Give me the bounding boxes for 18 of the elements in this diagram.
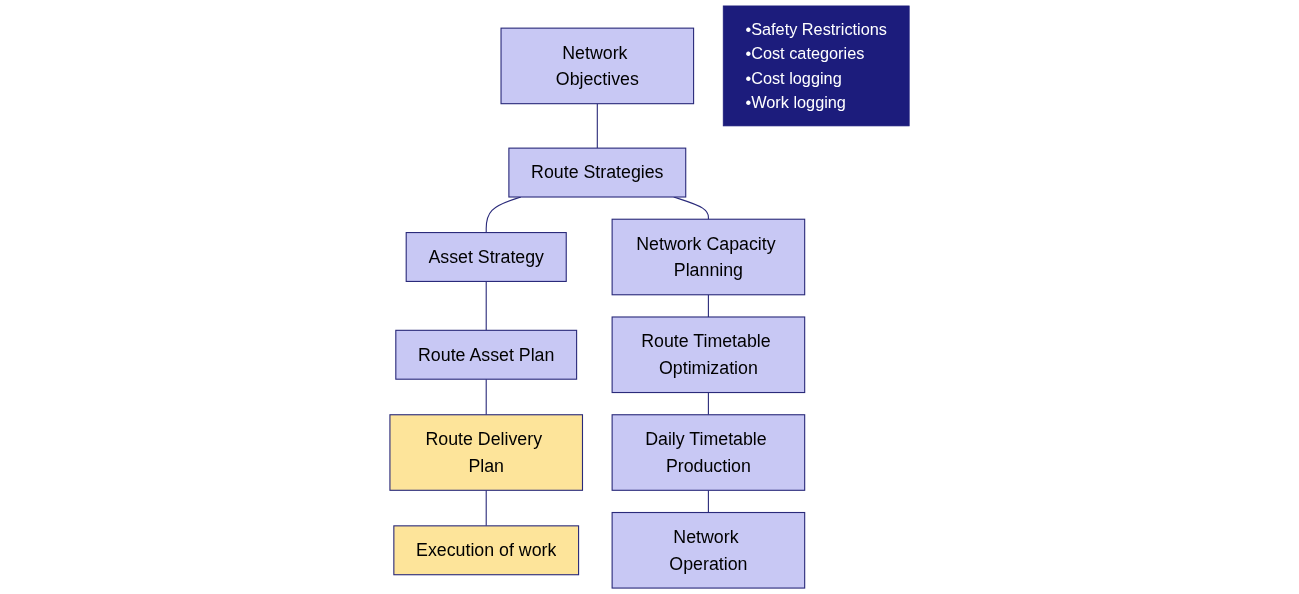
connector (707, 489, 709, 514)
node-box: •Safety Restrictions •Cost categories •Cost logging •Work logging (722, 5, 910, 127)
node-box: Daily Timetable Production (611, 414, 806, 491)
connector (485, 280, 487, 331)
connector (707, 294, 709, 318)
node-box: Execution of work (393, 525, 580, 576)
node-box: Route Asset Plan (395, 329, 578, 380)
connector (485, 378, 487, 416)
node-box: Network Operation (611, 511, 806, 589)
connector (485, 489, 487, 527)
node-box: Route Timetable Optimization (611, 316, 806, 394)
connector (596, 103, 598, 149)
node-box: Network Objectives (500, 27, 695, 105)
node-box: Route Delivery Plan (389, 414, 583, 491)
node-box: Route Strategies (508, 147, 687, 198)
node-box: Asset Strategy (405, 232, 567, 282)
node-box: Network Capacity Planning (611, 218, 806, 296)
connector (707, 391, 709, 416)
